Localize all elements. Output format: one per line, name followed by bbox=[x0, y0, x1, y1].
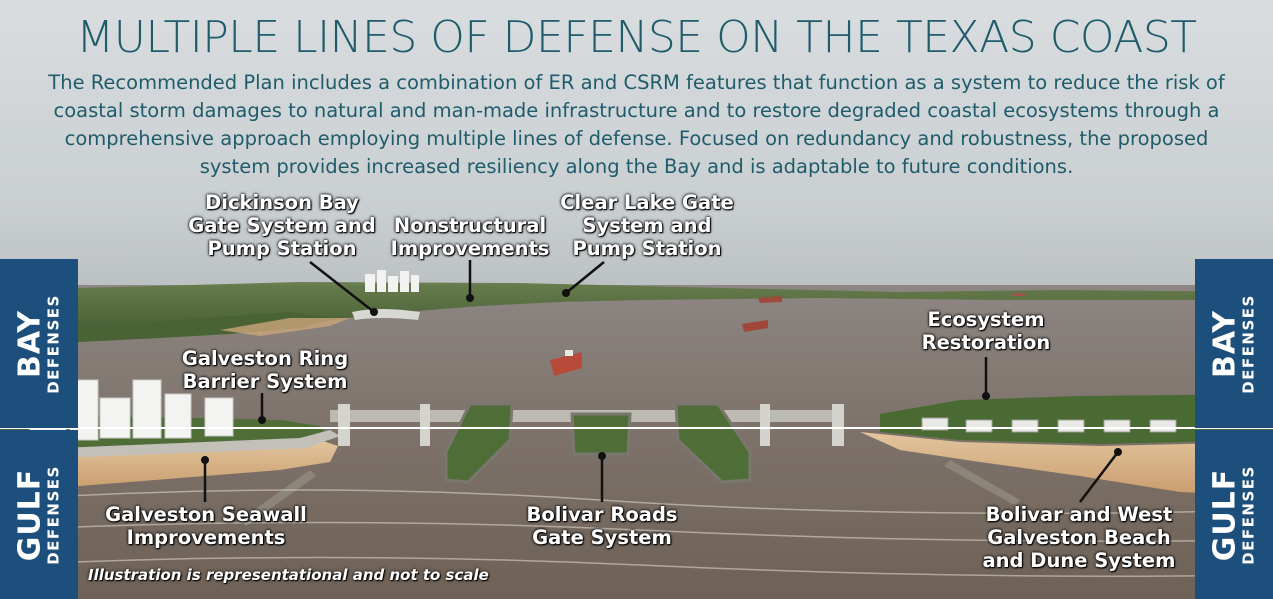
leader-lines bbox=[203, 260, 1119, 503]
jetty-left bbox=[240, 470, 316, 526]
bay-defenses-label-right: BAY DEFENSES bbox=[1207, 293, 1258, 394]
ships bbox=[550, 293, 1026, 376]
gulf-defenses-label-left: GULF DEFENSES bbox=[12, 464, 63, 565]
bay-label: BAY bbox=[1207, 309, 1243, 378]
gulf-defenses-label-right: GULF DEFENSES bbox=[1207, 464, 1258, 565]
defenses-label: DEFENSES bbox=[1239, 464, 1258, 565]
left-shore-land bbox=[0, 312, 340, 344]
callout-nonstructural: Nonstructural Improvements bbox=[390, 214, 550, 260]
callout-bolivar-roads: Bolivar Roads Gate System bbox=[526, 503, 678, 549]
callout-bolivar-beach-dune: Bolivar and West Galveston Beach and Dun… bbox=[982, 503, 1176, 572]
scale-disclaimer: Illustration is representational and not… bbox=[88, 566, 489, 584]
callout-clear-lake: Clear Lake Gate System and Pump Station bbox=[560, 191, 734, 260]
surf bbox=[0, 489, 1273, 577]
sky bbox=[0, 0, 1273, 300]
left-shore-sand bbox=[220, 318, 350, 336]
page-title: MULTIPLE LINES OF DEFENSE ON THE TEXAS C… bbox=[76, 12, 1197, 63]
callout-ring-barrier: Galveston Ring Barrier System bbox=[181, 347, 349, 393]
far-city bbox=[365, 270, 419, 292]
intro-paragraph: The Recommended Plan includes a combinat… bbox=[48, 71, 1225, 178]
jetty-right bbox=[944, 460, 1020, 506]
gulf-defenses-band-right: GULF DEFENSES bbox=[1195, 430, 1273, 599]
far-shoreline bbox=[0, 282, 1273, 338]
leader-dots bbox=[201, 289, 1122, 464]
callout-dickinson-bay: Dickinson Bay Gate System and Pump Stati… bbox=[188, 191, 376, 260]
galveston-beach bbox=[0, 440, 338, 490]
bolivar-roads-gates bbox=[330, 402, 844, 484]
bay-defenses-label-left: BAY DEFENSES bbox=[12, 293, 63, 394]
defenses-label: DEFENSES bbox=[44, 464, 63, 565]
bay-label: BAY bbox=[12, 309, 48, 378]
defenses-label: DEFENSES bbox=[1239, 293, 1258, 394]
ring-barrier-wall bbox=[60, 430, 340, 458]
defenses-label: DEFENSES bbox=[44, 293, 63, 394]
leader-dickinson bbox=[309, 261, 375, 313]
gulf-label: GULF bbox=[12, 468, 48, 561]
leader-bolivar-beach bbox=[1079, 451, 1119, 503]
callout-ecosystem-restoration: Ecosystem Restoration bbox=[921, 308, 1051, 354]
callout-seawall: Galveston Seawall Improvements bbox=[105, 503, 307, 549]
leader-clear-lake bbox=[565, 261, 605, 294]
gulf-defenses-band-left: GULF DEFENSES bbox=[0, 430, 78, 599]
dickinson-gate-structure bbox=[352, 309, 420, 320]
gulf-label: GULF bbox=[1207, 468, 1243, 561]
bolivar-beach bbox=[860, 432, 1273, 496]
bay-defenses-band-right: BAY DEFENSES bbox=[1195, 259, 1273, 428]
bay-defenses-band-left: BAY DEFENSES bbox=[0, 259, 78, 428]
